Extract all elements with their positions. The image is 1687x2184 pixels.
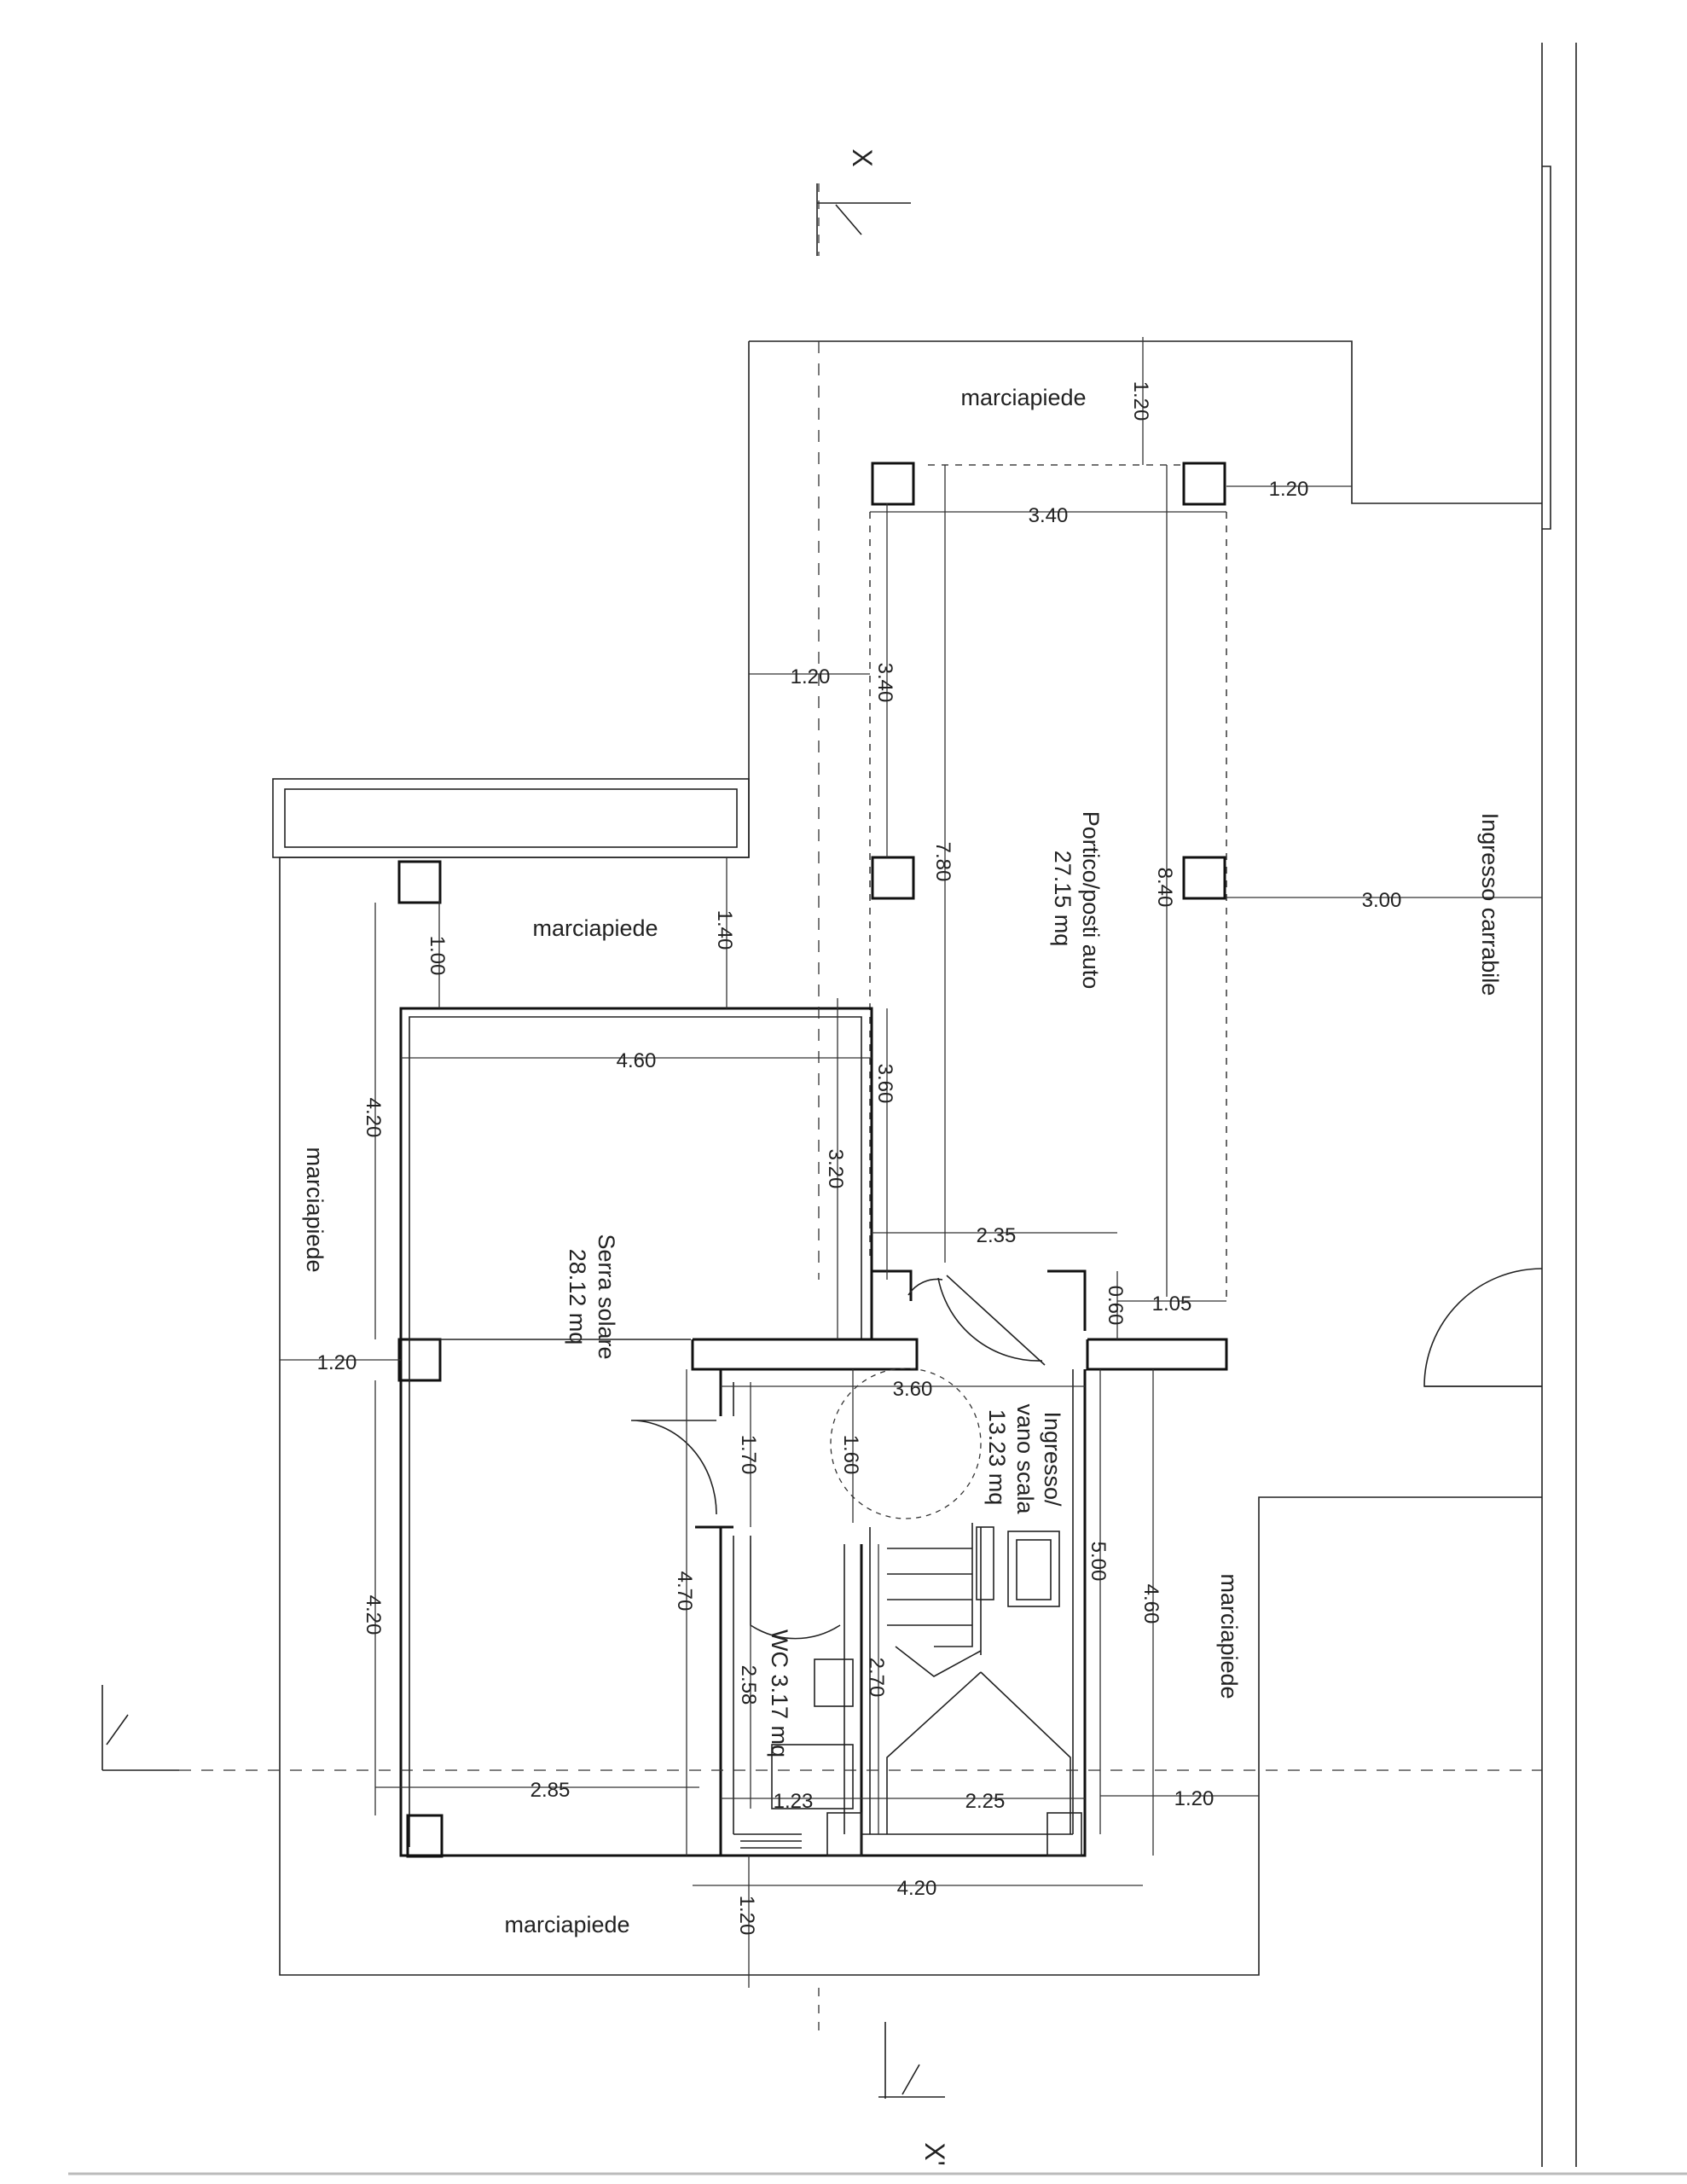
- dim-060: 0.60: [1104, 1286, 1127, 1326]
- dim-100: 1.00: [426, 936, 449, 976]
- serra-walls: [399, 1007, 873, 1858]
- dim-235: 2.35: [977, 1224, 1017, 1247]
- label-serra-name: Serra solare: [594, 1234, 619, 1359]
- dim-top-120: 1.20: [1129, 381, 1152, 421]
- label-marciapiede-right: marciapiede: [1216, 1573, 1242, 1699]
- wc-fixtures: [771, 1658, 854, 1809]
- label-serra-area: 28.12 mq: [565, 1249, 590, 1345]
- dim-360-v: 3.60: [873, 1064, 896, 1104]
- dim-left-120: 1.20: [791, 665, 831, 688]
- label-ingresso-area: 13.23 mq: [984, 1409, 1010, 1506]
- portico-outline: [869, 464, 1227, 1297]
- marciapiede-perimeter: [749, 340, 1542, 504]
- house-walls: [691, 1269, 1228, 1857]
- dim-160: 1.60: [839, 1435, 862, 1475]
- dim-258: 2.58: [737, 1665, 760, 1705]
- label-marciapiede-top: marciapiede: [960, 385, 1086, 410]
- dim-300: 3.00: [1362, 889, 1402, 912]
- label-marciapiede-middle: marciapiede: [532, 915, 658, 941]
- dim-340-v: 3.40: [873, 663, 896, 703]
- dim-120-bot: 1.20: [735, 1896, 758, 1936]
- dim-420-c: 4.20: [897, 1877, 937, 1900]
- dim-460: 4.60: [617, 1049, 657, 1072]
- dim-105: 1.05: [1152, 1292, 1192, 1316]
- dim-780: 7.80: [931, 842, 954, 882]
- dim-140: 1.40: [713, 910, 736, 950]
- staircase: [830, 1368, 1071, 1834]
- section-marker-top: X: [847, 148, 878, 166]
- section-marker-bottom: X': [919, 2142, 950, 2165]
- dim-270: 2.70: [865, 1658, 888, 1698]
- label-ingresso-name-1: Ingresso/: [1040, 1411, 1065, 1507]
- label-wc: WC 3.17 mq: [767, 1629, 792, 1757]
- dim-285: 2.85: [530, 1779, 571, 1802]
- dim-170: 1.70: [737, 1435, 760, 1475]
- dim-225: 2.25: [965, 1790, 1006, 1813]
- site-boundary: [1541, 43, 1577, 2167]
- section-line: [101, 183, 1542, 2099]
- dim-pillar-120: 1.20: [1269, 478, 1309, 501]
- dim-120-r: 1.20: [1174, 1787, 1215, 1810]
- dim-840: 8.40: [1153, 868, 1176, 908]
- label-marciapiede-left: marciapiede: [302, 1147, 328, 1272]
- dimension-lines: [280, 337, 1542, 1988]
- label-portico-name: Portico/posti auto: [1078, 811, 1104, 990]
- dimension-labels: 1.20 3.40 1.20 3.00 4.60 2.35 1.05 1.20 …: [317, 381, 1402, 1936]
- dim-360-h: 3.60: [893, 1378, 933, 1401]
- label-ingresso-carrabile: Ingresso carrabile: [1477, 813, 1503, 996]
- label-portico-area: 27.15 mq: [1050, 851, 1075, 947]
- dim-470: 4.70: [673, 1571, 696, 1612]
- dim-123: 1.23: [774, 1790, 814, 1813]
- planter: [272, 778, 750, 858]
- dim-460-r: 4.60: [1139, 1584, 1162, 1624]
- dim-500: 5.00: [1087, 1542, 1110, 1582]
- dim-120-mid: 1.20: [317, 1351, 357, 1374]
- label-ingresso-name-2: vano scala: [1012, 1403, 1038, 1514]
- label-marciapiede-bottom: marciapiede: [504, 1912, 629, 1937]
- dim-320: 3.20: [824, 1149, 847, 1189]
- dim-420-b: 4.20: [362, 1595, 385, 1635]
- door-swings: [630, 1268, 1543, 1640]
- dim-420-a: 4.20: [362, 1098, 385, 1138]
- dim-340-h: 3.40: [1029, 504, 1069, 527]
